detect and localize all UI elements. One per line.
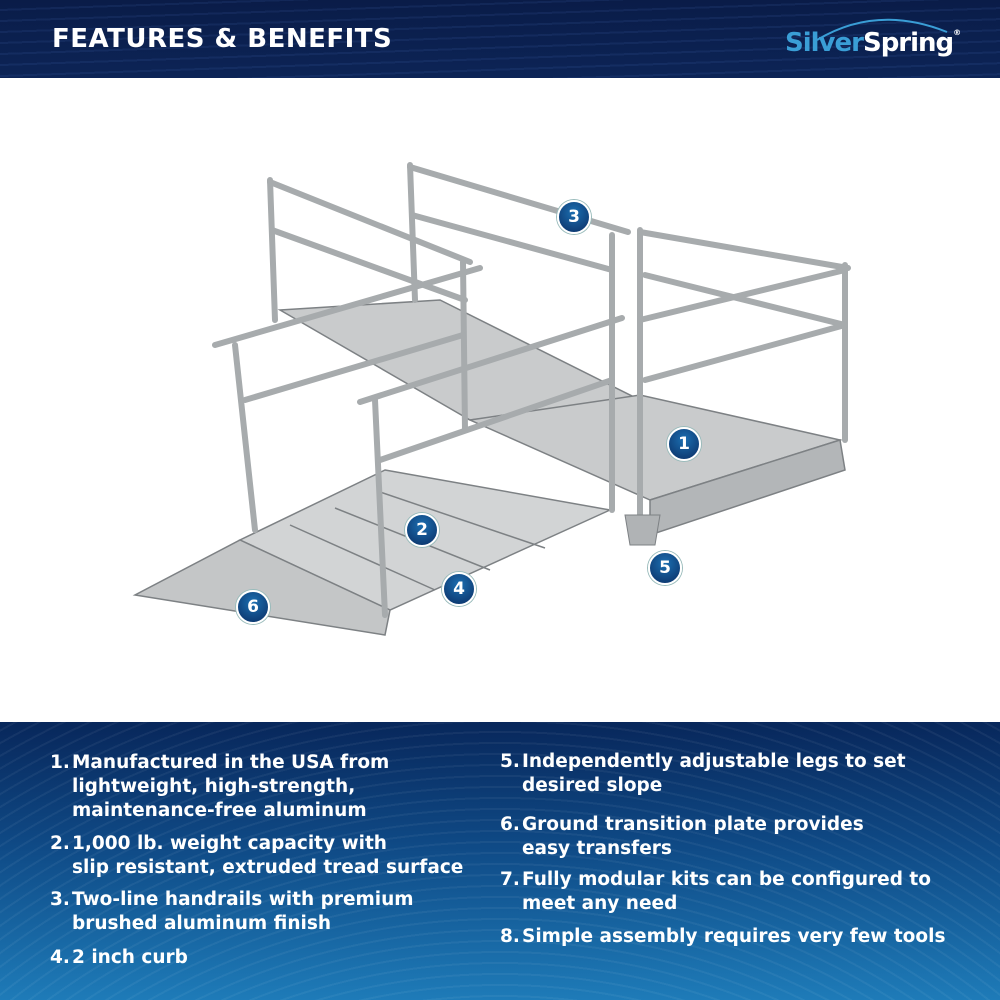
feature-item: 6.Ground transition plate provides easy … — [500, 814, 864, 859]
ramp-drawing — [132, 162, 851, 636]
callout-badge-5: 5 — [648, 551, 682, 585]
feature-item: 5.Independently adjustable legs to set d… — [500, 751, 906, 796]
product-illustration: 3 1 2 5 4 6 — [0, 78, 1000, 722]
feature-item: 8.Simple assembly requires very few tool… — [500, 926, 946, 947]
page-title: FEATURES & BENEFITS — [52, 24, 393, 54]
features-panel: 1.Manufactured in the USA from lightweig… — [0, 722, 1000, 1000]
feature-item: 4.2 inch curb — [50, 947, 188, 968]
feature-item: 3.Two-line handrails with premium brushe… — [50, 889, 414, 934]
callout-badge-6: 6 — [236, 590, 270, 624]
feature-item: 1.Manufactured in the USA from lightweig… — [50, 752, 390, 821]
callout-badge-3: 3 — [557, 200, 591, 234]
callout-badge-1: 1 — [667, 427, 701, 461]
feature-item: 2.1,000 lb. weight capacity with slip re… — [50, 833, 464, 878]
feature-item: 7.Fully modular kits can be configured t… — [500, 869, 931, 914]
callout-badge-4: 4 — [442, 572, 476, 606]
header-banner: FEATURES & BENEFITS SilverSpring® — [0, 0, 1000, 78]
silverspring-logo: SilverSpring® — [785, 18, 961, 58]
logo-arc-icon — [816, 18, 948, 41]
callout-badge-2: 2 — [405, 513, 439, 547]
